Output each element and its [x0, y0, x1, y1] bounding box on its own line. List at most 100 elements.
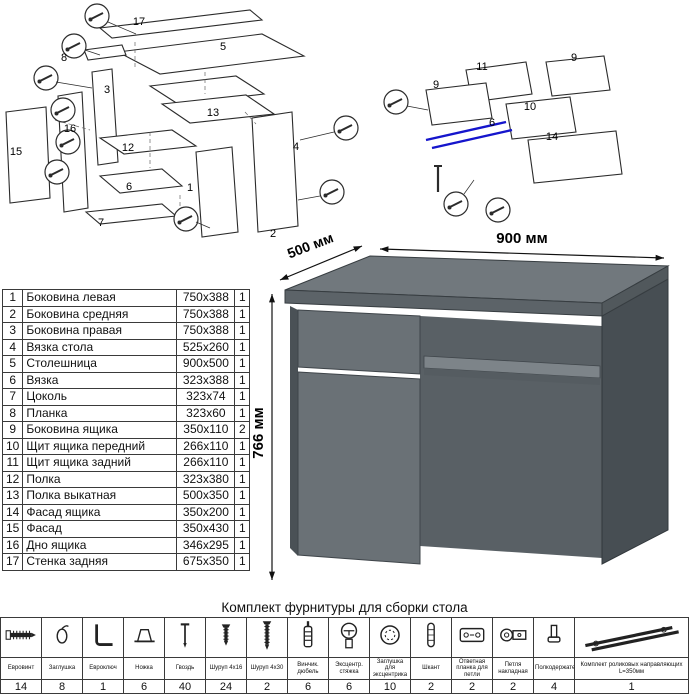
- part-num: 1: [1, 289, 24, 307]
- part-name: Дно ящика: [22, 536, 178, 554]
- part-size: 323x380: [176, 470, 236, 488]
- part-qty: 1: [234, 355, 251, 373]
- exploded-assembly-diagram: 17 5 8 3 4 13 12 15 16 6 1 7 2: [5, 3, 359, 240]
- hardware-item-qty: 2: [246, 679, 288, 694]
- width-dimension: 900 мм: [496, 230, 547, 247]
- part-size: 350x430: [176, 520, 236, 538]
- part-num: 16: [1, 536, 24, 554]
- hardware-item-qty: 40: [164, 679, 206, 694]
- part-name: Боковина правая: [22, 322, 178, 340]
- wood-dowel-icon: [410, 617, 452, 658]
- part-num: 15: [1, 520, 24, 538]
- part-size: 266x110: [176, 454, 236, 472]
- part-name: Боковина ящика: [22, 421, 178, 439]
- callout-leader-lines: [55, 21, 335, 229]
- part-name: Стенка задняя: [22, 553, 178, 571]
- part-label: 4: [293, 141, 299, 153]
- part-label: 9: [433, 79, 439, 91]
- drawer-panel-outlines: [425, 55, 623, 184]
- drawer-slides-icon: [574, 617, 689, 658]
- hardware-item-qty: 6: [328, 679, 370, 694]
- hardware-item-name: Шуруп 4x30: [246, 657, 288, 680]
- drawer-part-number-labels: 11 9 9 10 6 14: [433, 52, 577, 143]
- hardware-item-qty: 1: [82, 679, 124, 694]
- part-num: 10: [1, 437, 24, 455]
- hardware-item-qty: 6: [123, 679, 165, 694]
- screw-4x30-icon: [246, 617, 288, 658]
- part-num: 8: [1, 404, 24, 422]
- hex-key-icon: [82, 617, 124, 658]
- screw-4x16-icon: [205, 617, 247, 658]
- part-qty: 1: [234, 553, 251, 571]
- part-qty: 1: [234, 404, 251, 422]
- hardware-item-name: Петля накладная: [492, 657, 534, 680]
- hardware-table: Евровинт Заглушка Евроключ Ножка Гвоздь …: [0, 617, 689, 694]
- part-label: 13: [207, 107, 219, 119]
- part-qty: 1: [234, 305, 251, 323]
- part-label: 5: [220, 41, 226, 53]
- hardware-item-name: Евроключ: [82, 657, 124, 680]
- part-size: 323x60: [176, 404, 236, 422]
- hardware-item-name: Заглушка для эксцентрика: [369, 657, 411, 680]
- part-num: 5: [1, 355, 24, 373]
- part-num: 17: [1, 553, 24, 571]
- part-qty: 1: [234, 454, 251, 472]
- part-name: Полка: [22, 470, 178, 488]
- part-num: 11: [1, 454, 24, 472]
- part-qty: 1: [234, 289, 251, 307]
- part-qty: 1: [234, 371, 251, 389]
- dimension-arrows: [269, 245, 665, 580]
- part-label: 16: [64, 123, 76, 135]
- part-label: 9: [571, 52, 577, 64]
- cap-icon: [41, 617, 83, 658]
- desk-render: 900 мм 500 мм 766 мм: [250, 229, 670, 580]
- part-size: 900x500: [176, 355, 236, 373]
- part-name: Вязка стола: [22, 338, 178, 356]
- part-name: Боковина левая: [22, 289, 178, 307]
- part-num: 4: [1, 338, 24, 356]
- hardware-item-qty: 4: [533, 679, 575, 694]
- part-label: 17: [133, 16, 145, 28]
- part-name: Боковина средняя: [22, 305, 178, 323]
- part-name: Щит ящика передний: [22, 437, 178, 455]
- hardware-item-qty: 1: [574, 679, 689, 694]
- roller-guide-rails: [425, 120, 513, 150]
- part-number-labels: 17 5 8 3 4 13 12 15 16 6 1 7 2: [10, 16, 299, 240]
- part-size: 350x110: [176, 421, 236, 439]
- part-label: 1: [187, 182, 193, 194]
- hardware-names-row: Евровинт Заглушка Евроключ Ножка Гвоздь …: [0, 657, 689, 680]
- part-size: 500x350: [176, 487, 236, 505]
- part-label: 11: [476, 61, 487, 73]
- hardware-item-qty: 24: [205, 679, 247, 694]
- cam-cap-icon: [369, 617, 411, 658]
- hardware-item-name: Винчик. дюбель: [287, 657, 329, 680]
- eurovint-icon: [0, 617, 42, 658]
- drawer-front: [297, 309, 421, 375]
- part-name: Щит ящика задний: [22, 454, 178, 472]
- hardware-item-name: Ответная планка для петли: [451, 657, 493, 680]
- part-name: Столешница: [22, 355, 178, 373]
- part-qty: 1: [234, 388, 251, 406]
- drawer-assembly-diagram: 11 9 9 10 6 14: [383, 52, 623, 223]
- part-num: 9: [1, 421, 24, 439]
- desk-body: [284, 255, 670, 565]
- part-label: 7: [98, 217, 104, 229]
- part-qty: 1: [234, 487, 251, 505]
- part-name: Вязка: [22, 371, 178, 389]
- part-num: 2: [1, 305, 24, 323]
- hardware-item-name: Заглушка: [41, 657, 83, 680]
- part-label: 15: [10, 146, 22, 158]
- depth-dimension: 500 мм: [285, 229, 336, 261]
- hinge-icon: [492, 617, 534, 658]
